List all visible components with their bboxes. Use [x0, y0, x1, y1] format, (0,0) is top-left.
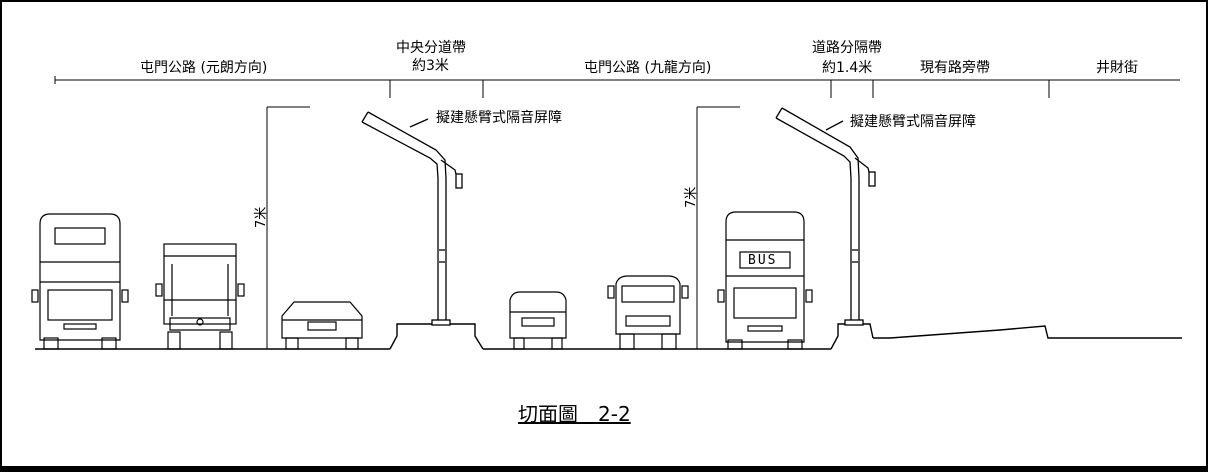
label-existing-verge: 現有路旁帶: [920, 60, 990, 76]
label-tuen-mun-road-yuen-long: 屯門公路 (元朗方向): [140, 60, 268, 76]
label-height-right: 7米: [684, 186, 699, 208]
section-title: 切面圖 2-2: [518, 402, 631, 426]
ground-lines: [35, 323, 1182, 350]
dimension-line: [54, 76, 1180, 98]
noise-barrier-left: [361, 111, 463, 326]
label-road-divider-line2: 約1.4米: [822, 60, 873, 76]
label-noise-barrier-left: 擬建懸臂式隔音屏障: [436, 110, 562, 126]
truck-left: [155, 243, 245, 350]
bus-destination-sign: BUS: [748, 253, 778, 268]
label-tuen-mun-road-kowloon: 屯門公路 (九龍方向): [584, 60, 712, 76]
label-central-divider-line2: 約3米: [412, 58, 449, 74]
double-deck-bus-left: [31, 213, 129, 350]
truck-middle: [607, 275, 689, 350]
height-marker-right: [696, 106, 740, 349]
label-central-divider-line1: 中央分道帶: [396, 40, 466, 56]
double-deck-bus-right: [717, 211, 813, 350]
label-tseng-choi-street: 井財街: [1096, 60, 1138, 76]
sedan-car-left: [281, 301, 363, 350]
label-noise-barrier-right: 擬建懸臂式隔音屏障: [850, 114, 976, 130]
van-middle: [509, 291, 567, 350]
label-height-left: 7米: [254, 206, 269, 228]
noise-barrier-right: [775, 107, 876, 326]
label-road-divider-line1: 道路分隔帶: [812, 40, 882, 56]
height-marker-left: [266, 106, 310, 349]
